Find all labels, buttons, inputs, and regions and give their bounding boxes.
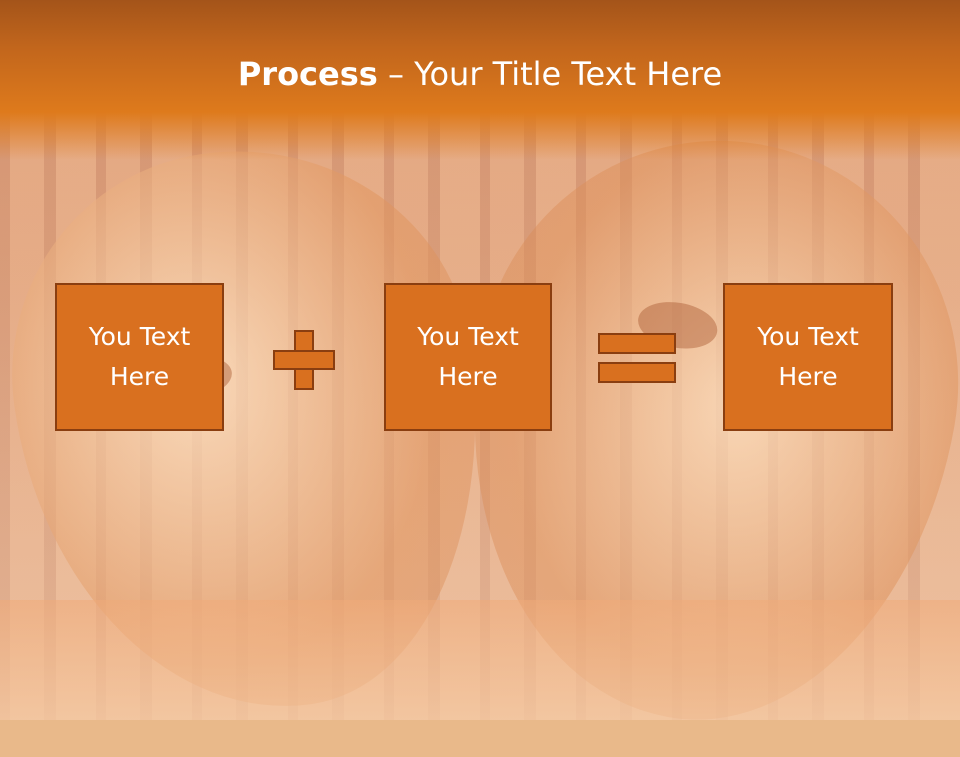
process-box-3[interactable]: You Text Here	[723, 283, 893, 431]
title-rest: – Your Title Text Here	[377, 55, 723, 93]
title-bar	[0, 0, 960, 160]
stage-floor	[0, 600, 960, 720]
process-box-2[interactable]: You Text Here	[384, 283, 552, 431]
process-box-text: You Text Here	[417, 322, 519, 391]
plus-icon	[273, 330, 335, 390]
equals-bottom-bar	[598, 362, 676, 383]
equals-top-bar	[598, 333, 676, 354]
title-strong: Process	[237, 55, 378, 93]
slide-title[interactable]: Process – Your Title Text Here	[0, 54, 960, 94]
process-box-text: You Text Here	[88, 322, 191, 391]
process-box-1[interactable]: You Text Here	[55, 283, 224, 431]
plus-horizontal-bar	[273, 350, 335, 370]
equals-icon	[598, 333, 676, 383]
process-box-text: You Text Here	[757, 322, 859, 391]
